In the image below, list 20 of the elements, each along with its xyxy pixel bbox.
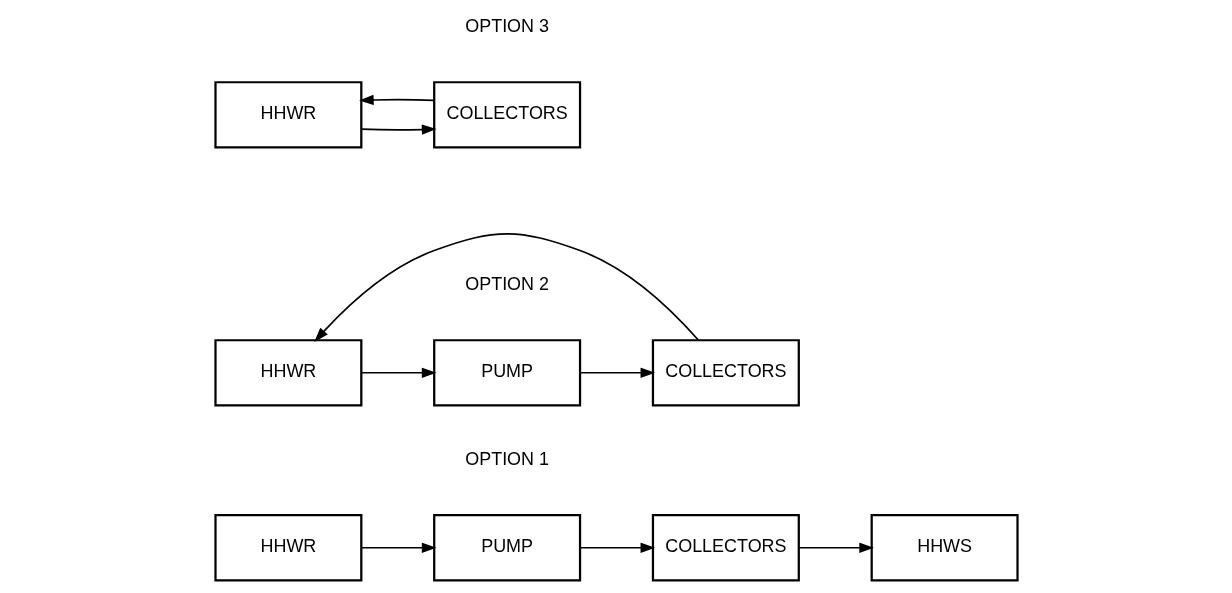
node-box: COLLECTORS	[651, 514, 800, 582]
node-box: HHWS	[870, 514, 1019, 582]
label: OPTION 2	[464, 273, 549, 294]
arrow	[360, 367, 436, 378]
arrow	[313, 232, 699, 342]
label: OPTION 1	[464, 448, 549, 469]
node-box: HHWR	[213, 514, 362, 582]
arrow	[360, 542, 436, 553]
arrow	[579, 542, 655, 553]
node-box: COLLECTORS	[651, 339, 800, 407]
node-box: COLLECTORS	[432, 81, 581, 149]
label: OPTION 3	[464, 15, 549, 36]
node-box: PUMP	[432, 514, 581, 582]
arrow	[579, 367, 655, 378]
node-box: HHWR	[213, 81, 362, 149]
arrow	[360, 124, 436, 135]
arrow	[358, 94, 435, 106]
node-box: PUMP	[432, 339, 581, 407]
arrow	[797, 542, 874, 553]
node-box: HHWR	[213, 339, 362, 407]
